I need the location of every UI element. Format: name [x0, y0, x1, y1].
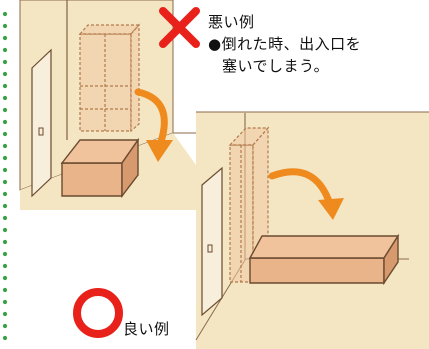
fallen-cabinet — [60, 137, 140, 199]
cross-mark-icon — [159, 7, 200, 48]
standing-cabinet-ghost — [78, 23, 141, 133]
circle-mark-icon — [73, 288, 123, 338]
dotted-border — [2, 11, 8, 341]
bad-example-label: 悪い例 — [208, 13, 255, 31]
fallen-cabinet — [248, 233, 400, 286]
fall-arrow — [134, 88, 173, 162]
good-example-label: 良い例 — [123, 320, 170, 338]
bad-example-note-line2: 塞いでしまう。 — [222, 57, 330, 75]
door — [31, 48, 52, 198]
bad-example-note-line1: ●倒れた時、出入口を — [208, 35, 362, 53]
fall-arrow — [268, 168, 344, 220]
door — [201, 166, 223, 317]
